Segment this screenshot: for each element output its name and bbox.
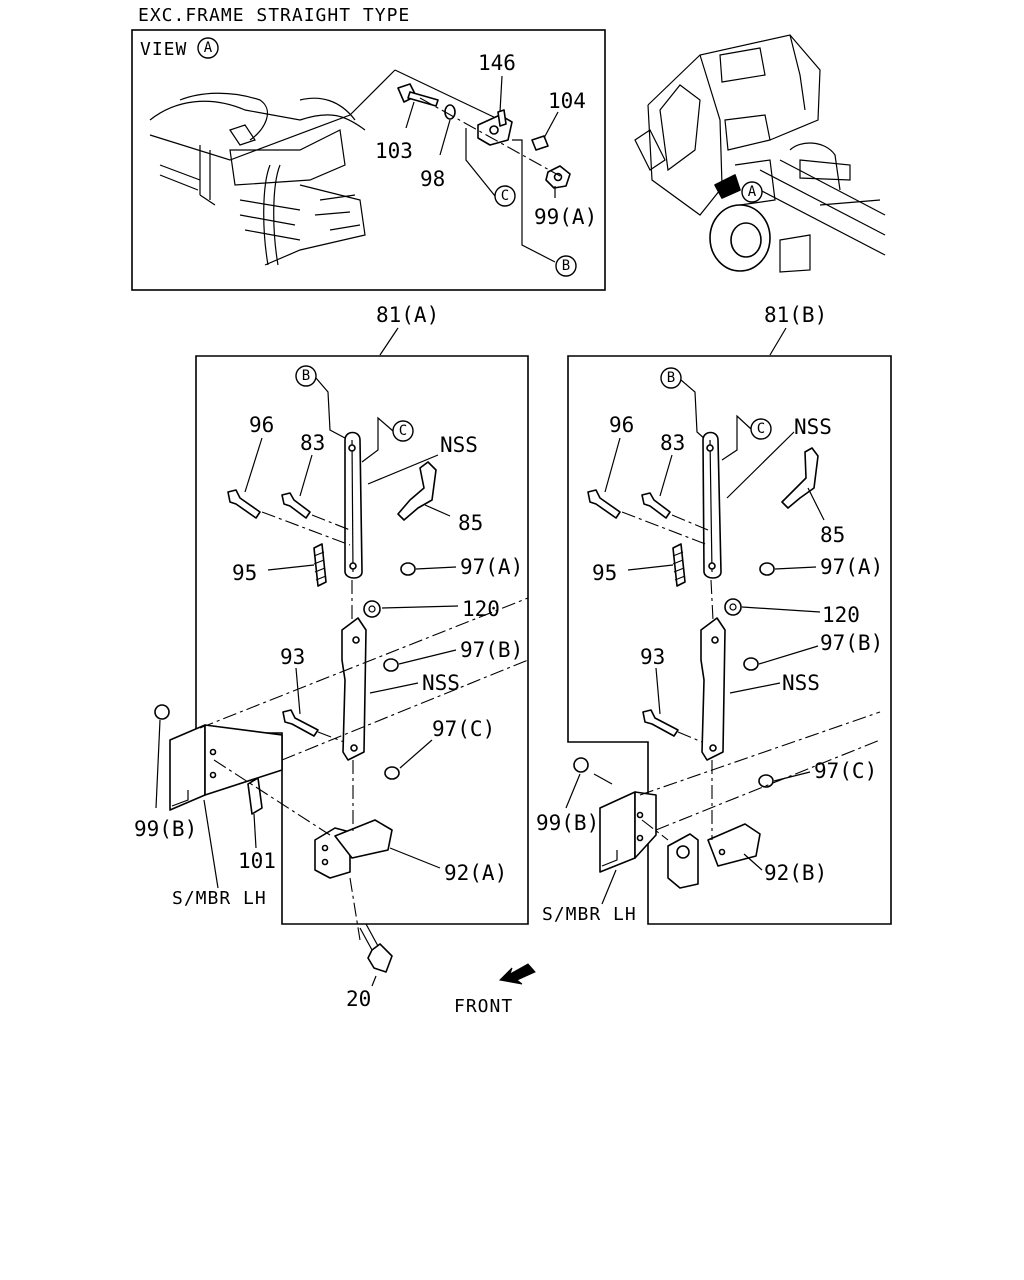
- label-a-nss-lower: NSS: [422, 671, 460, 695]
- part-99b-nut: [154, 704, 170, 720]
- label-104: 104: [548, 89, 586, 113]
- label-a-99b: 99(B): [134, 817, 197, 841]
- label-a-nss-upper: NSS: [440, 433, 478, 457]
- assembly-81b-leaders: [565, 431, 825, 905]
- part-b-93-pin: [642, 709, 679, 737]
- label-b-nss-lower: NSS: [782, 671, 820, 695]
- part-b-lower-lever-plate: [700, 617, 726, 761]
- diagram-header-title: EXC.FRAME STRAIGHT TYPE: [138, 5, 410, 26]
- label-b-120: 120: [822, 603, 860, 627]
- view-a-ref-b-circle: [555, 255, 577, 277]
- label-a-smbr-lh: S/MBR LH: [172, 888, 267, 909]
- label-a-97b: 97(B): [460, 638, 523, 662]
- assembly-81a-ref-c: C: [399, 423, 407, 439]
- part-b-120-washer: [724, 598, 742, 616]
- part-b-99b-nut: [573, 757, 589, 773]
- label-a-120: 120: [462, 597, 500, 621]
- view-a-leaders: [405, 75, 559, 263]
- assembly-81b-ref-c: C: [757, 421, 765, 437]
- label-b-85: 85: [820, 523, 845, 547]
- label-b-96: 96: [609, 413, 634, 437]
- label-a-92a: 92(A): [444, 861, 507, 885]
- assembly-81a-leaders: [155, 437, 459, 987]
- part-146-bracket: [477, 109, 513, 146]
- part-95-spring: [313, 543, 327, 587]
- assembly-81b-title: 81(B): [764, 303, 827, 327]
- truck-perspective-sketch: A: [634, 34, 886, 273]
- label-b-92b: 92(B): [764, 861, 827, 885]
- view-a-ref-c-circle: [494, 185, 516, 207]
- label-a-97c: 97(C): [432, 717, 495, 741]
- label-b-97a: 97(A): [820, 555, 883, 579]
- part-upper-lever-plate: [344, 431, 363, 579]
- view-a-center-line: [419, 97, 561, 177]
- view-a-ref-c-letter: C: [501, 188, 509, 204]
- part-97c-washer: [384, 766, 400, 780]
- part-b-85-bracket: [781, 447, 819, 509]
- assembly-81a: 81(A) B C: [134, 303, 529, 1011]
- label-a-93: 93: [280, 645, 305, 669]
- part-b-83-pin: [641, 492, 671, 519]
- part-104-nut: [531, 135, 549, 151]
- part-b-97b-washer: [743, 657, 759, 671]
- label-b-97c: 97(C): [814, 759, 877, 783]
- view-a-ref-b-letter: B: [562, 258, 570, 274]
- part-lower-lever-plate: [341, 617, 367, 761]
- part-96-pin: [227, 489, 261, 519]
- label-a-95: 95: [232, 561, 257, 585]
- front-label: FRONT: [454, 996, 513, 1017]
- part-97b-washer: [383, 658, 399, 672]
- view-a-ref-letter: A: [204, 40, 213, 56]
- part-101-plate: [247, 777, 263, 815]
- part-99a-nut: [545, 165, 571, 189]
- part-85-bracket: [397, 461, 437, 521]
- assembly-81b-border: [567, 355, 892, 925]
- front-arrow-icon: [498, 963, 536, 985]
- part-120-washer: [363, 600, 381, 618]
- label-b-nss-upper: NSS: [794, 415, 832, 439]
- label-b-smbr-lh: S/MBR LH: [542, 904, 637, 925]
- label-a-83: 83: [300, 431, 325, 455]
- label-b-97b: 97(B): [820, 631, 883, 655]
- label-a-97a: 97(A): [460, 555, 523, 579]
- part-93-pin: [282, 709, 319, 737]
- label-b-93: 93: [640, 645, 665, 669]
- part-103-bolt: [397, 83, 439, 107]
- part-97a-washer: [400, 562, 416, 576]
- label-b-99b: 99(B): [536, 811, 599, 835]
- front-indicator: FRONT: [454, 963, 536, 1017]
- part-b-upper-lever-plate: [702, 431, 722, 579]
- assembly-81b: 81(B) B C: [536, 303, 892, 925]
- part-b-96-pin: [587, 489, 621, 519]
- part-b-95-spring: [672, 543, 686, 587]
- label-98: 98: [420, 167, 445, 191]
- part-b-97a-washer: [759, 562, 775, 576]
- part-b-97c-washer: [758, 774, 774, 788]
- label-a-96: 96: [249, 413, 274, 437]
- label-b-83: 83: [660, 431, 685, 455]
- view-a-frame-sketch: [149, 69, 501, 266]
- truck-view-ref-letter: A: [748, 184, 757, 200]
- label-a-101: 101: [238, 849, 276, 873]
- assembly-81b-ref-b: B: [667, 370, 675, 386]
- label-a-85: 85: [458, 511, 483, 535]
- view-a-inset-border: [131, 29, 606, 291]
- view-a-inset: VIEW A: [131, 29, 606, 291]
- part-b-92b-bracket: [667, 833, 699, 889]
- label-b-95: 95: [592, 561, 617, 585]
- part-83-pin: [281, 492, 311, 519]
- part-20-bolt: [367, 943, 393, 973]
- label-99a: 99(A): [534, 205, 597, 229]
- view-a-ref-circle: [197, 37, 219, 59]
- label-a-20: 20: [346, 987, 371, 1011]
- assembly-81a-title: 81(A): [376, 303, 439, 327]
- assembly-81a-ref-b: B: [302, 368, 310, 384]
- truck-view-ref-circle: [741, 181, 763, 203]
- label-146: 146: [478, 51, 516, 75]
- view-a-label: VIEW: [140, 39, 187, 60]
- label-103: 103: [375, 139, 413, 163]
